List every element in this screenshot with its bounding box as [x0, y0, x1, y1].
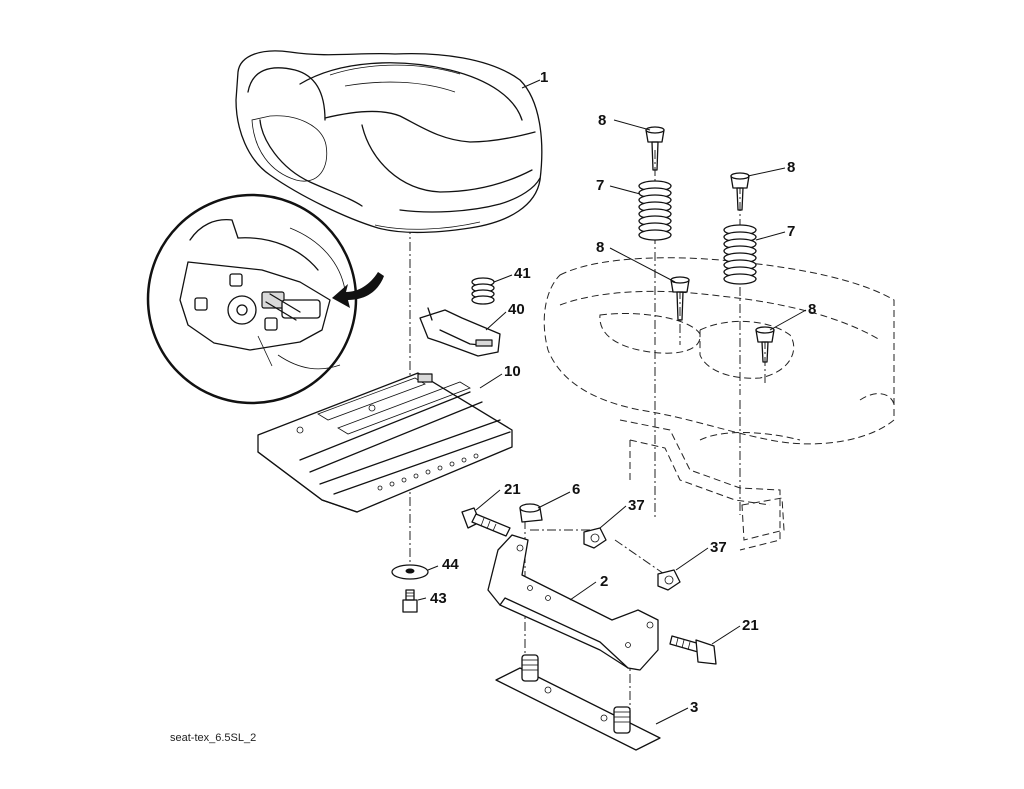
spring-part-7-left [638, 180, 672, 241]
callout-21: 21 [504, 481, 521, 498]
callout-labels: 1 8 7 8 8 7 8 41 40 10 21 6 37 37 2 44 4… [430, 69, 816, 716]
seat-bracket-part-2 [487, 534, 659, 671]
flange-nut-part-37-lower [657, 569, 681, 591]
detail-inset-circle [146, 193, 358, 405]
latch-bracket-part-40 [419, 307, 501, 357]
bolt-part-8-top-right [730, 172, 750, 211]
callout-leaders [417, 79, 807, 725]
bolt-part-21-right [669, 635, 717, 665]
callout-3: 3 [690, 699, 698, 716]
spring-part-7-right [723, 224, 757, 285]
callout-43: 43 [430, 590, 447, 607]
callout-21: 21 [742, 617, 759, 634]
bolt-part-8-mid [670, 276, 690, 321]
flange-nut-part-37-upper [583, 527, 607, 549]
drawing-caption: seat-tex_6.5SL_2 [170, 732, 256, 744]
adjustment-holes [377, 453, 479, 491]
nut-part-6 [519, 503, 543, 523]
callout-7: 7 [787, 223, 795, 240]
callout-10: 10 [504, 363, 521, 380]
bolt-part-8-top-left [645, 126, 665, 171]
seat-part-1 [235, 50, 543, 234]
callout-8: 8 [596, 239, 604, 256]
seat-plate-part-10 [257, 372, 513, 513]
spring-part-41 [471, 277, 495, 305]
bolt-part-21-left [461, 507, 511, 537]
callout-8: 8 [808, 301, 816, 318]
callout-37: 37 [628, 497, 645, 514]
callout-40: 40 [508, 301, 525, 318]
bolt-part-43 [402, 589, 418, 613]
chassis-frame-outline [543, 257, 895, 551]
callout-8: 8 [787, 159, 795, 176]
callout-2: 2 [600, 573, 608, 590]
base-plate-part-3 [495, 654, 661, 751]
washer-part-44 [391, 564, 429, 580]
callout-7: 7 [596, 177, 604, 194]
callout-8: 8 [598, 112, 606, 129]
callout-37: 37 [710, 539, 727, 556]
detail-arrow-icon [332, 272, 384, 308]
callout-44: 44 [442, 556, 459, 573]
bolt-part-8-low [755, 326, 775, 363]
callout-41: 41 [514, 265, 531, 282]
callout-6: 6 [572, 481, 580, 498]
callout-1: 1 [540, 69, 548, 86]
